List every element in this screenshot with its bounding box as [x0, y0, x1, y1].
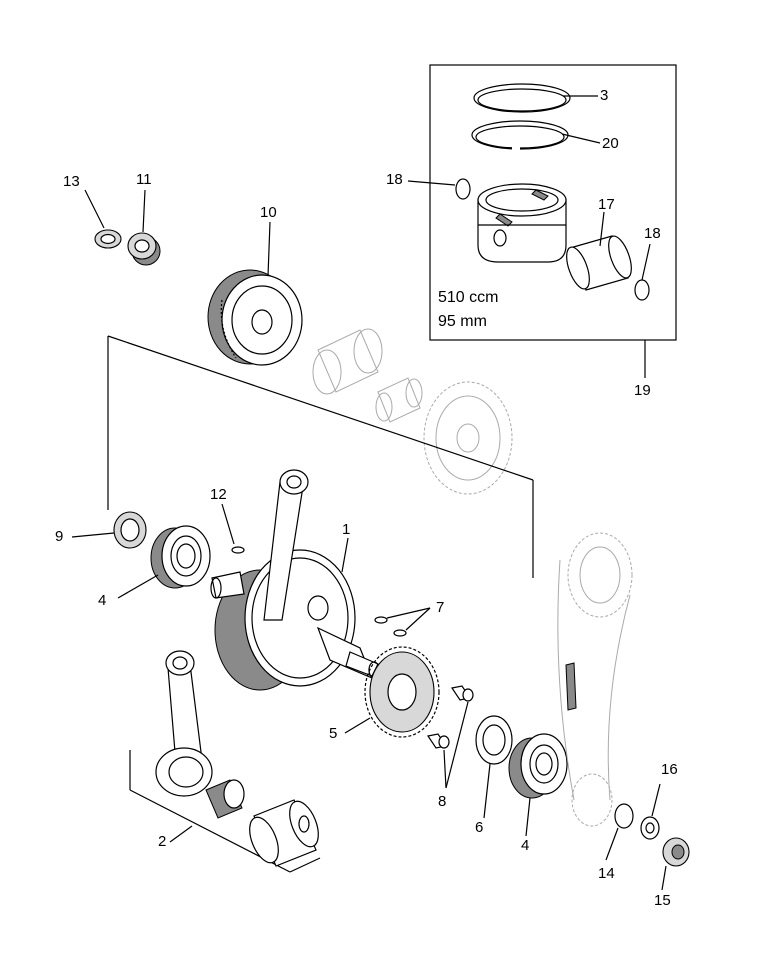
freewheel-ghost [312, 328, 383, 395]
callout-5: 5 [329, 725, 338, 742]
bore-spec: 95 mm [438, 313, 487, 330]
callout-8: 8 [438, 793, 447, 810]
bolt-upper [451, 685, 474, 702]
callout-16: 16 [661, 761, 678, 778]
callout-4b: 4 [521, 837, 530, 854]
crankpin-needle-bearing [205, 779, 245, 819]
callout-15: 15 [654, 892, 671, 909]
callout-17: 17 [598, 196, 615, 213]
drive-sprocket [364, 646, 440, 738]
piston-circlip-left [455, 178, 471, 200]
crankshaft [210, 469, 380, 691]
starter-gear-ghost [423, 381, 513, 495]
displacement-spec: 510 ccm [438, 289, 499, 306]
piston-kit-frame [429, 64, 677, 341]
piston-pin [566, 235, 632, 291]
oil-seal-9 [113, 511, 147, 549]
callout-13: 13 [63, 173, 80, 190]
piston-ring-second [471, 120, 569, 152]
nut-15 [662, 837, 690, 867]
callout-19: 19 [634, 382, 651, 399]
main-bearing-left [150, 525, 211, 589]
callout-4a: 4 [98, 592, 107, 609]
dowel-pin-a [374, 616, 388, 624]
callout-12: 12 [210, 486, 227, 503]
callout-18b: 18 [644, 225, 661, 242]
callout-11: 11 [136, 171, 152, 188]
callout-18a: 18 [386, 171, 403, 188]
callout-3: 3 [600, 87, 609, 104]
callout-2: 2 [158, 833, 167, 850]
dowel-pin-b [393, 629, 407, 637]
woodruff-key [231, 546, 245, 554]
piston-ring-top [473, 83, 571, 113]
callout-9: 9 [55, 528, 64, 545]
callout-14: 14 [598, 865, 615, 882]
piston-circlip-right [634, 279, 650, 301]
timing-chain-ghost [557, 532, 633, 827]
callout-20: 20 [602, 135, 619, 152]
callout-1: 1 [342, 521, 351, 538]
bolt-lower [427, 733, 450, 749]
crank-pin [249, 799, 319, 867]
callout-6: 6 [475, 819, 484, 836]
flywheel-rotor [207, 269, 303, 366]
circlip-14 [614, 803, 634, 829]
needle-bearing-ghost [375, 377, 423, 423]
main-bearing-right [508, 733, 568, 799]
washer-16 [640, 816, 660, 840]
thrust-washer [475, 715, 513, 765]
bearing-11 [127, 232, 161, 266]
callout-7: 7 [436, 599, 445, 616]
connecting-rod-set [155, 650, 213, 797]
oil-seal-13 [94, 229, 122, 249]
callout-10: 10 [260, 204, 277, 221]
piston [477, 183, 567, 263]
